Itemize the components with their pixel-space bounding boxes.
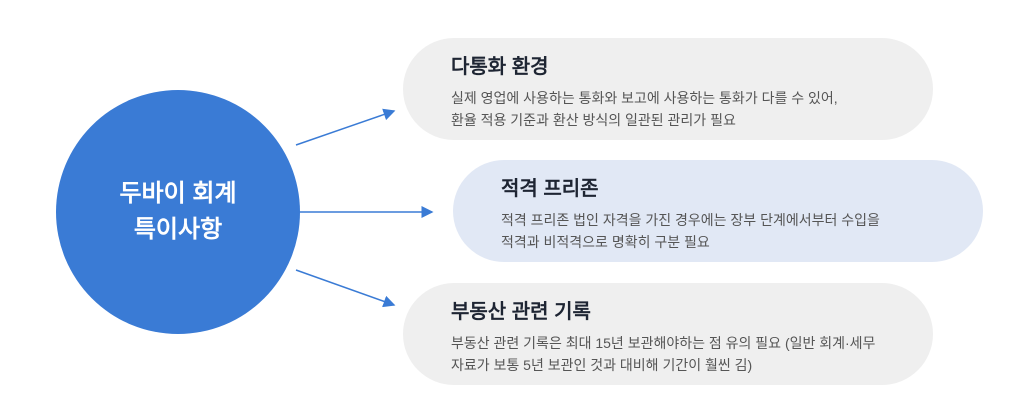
item-desc-line1: 부동산 관련 기록은 최대 15년 보관해야하는 점 유의 필요 (일반 회계·… bbox=[451, 335, 876, 351]
arrow-1 bbox=[295, 108, 396, 146]
item-multicurrency: 다통화 환경 실제 영업에 사용하는 통화와 보고에 사용하는 통화가 다를 수… bbox=[403, 38, 933, 140]
item-desc-line1: 적격 프리존 법인 자격을 가진 경우에는 장부 단계에서부터 수입을 bbox=[501, 212, 880, 228]
item-qualifying-freezone: 적격 프리존 적격 프리존 법인 자격을 가진 경우에는 장부 단계에서부터 수… bbox=[453, 160, 983, 262]
arrow-3 bbox=[295, 269, 396, 308]
item-title: 부동산 관련 기록 bbox=[451, 301, 591, 323]
center-node: 두바이 회계 특이사항 bbox=[56, 90, 300, 334]
item-desc-line1: 실제 영업에 사용하는 통화와 보고에 사용하는 통화가 다를 수 있어, bbox=[451, 90, 838, 106]
item-desc-line2: 적격과 비적격으로 명확히 구분 필요 bbox=[501, 234, 710, 250]
center-title-line2: 특이사항 bbox=[133, 216, 223, 243]
item-title: 적격 프리존 bbox=[501, 178, 599, 200]
item-desc-line2: 자료가 보통 5년 보관인 것과 대비해 기간이 훨씬 김) bbox=[451, 357, 753, 373]
item-real-estate-records: 부동산 관련 기록 부동산 관련 기록은 최대 15년 보관해야하는 점 유의 … bbox=[403, 283, 933, 385]
item-title: 다통화 환경 bbox=[451, 56, 549, 78]
item-desc-line2: 환율 적용 기준과 환산 방식의 일관된 관리가 필요 bbox=[451, 112, 736, 128]
center-title-line1: 두바이 회계 bbox=[119, 180, 237, 207]
